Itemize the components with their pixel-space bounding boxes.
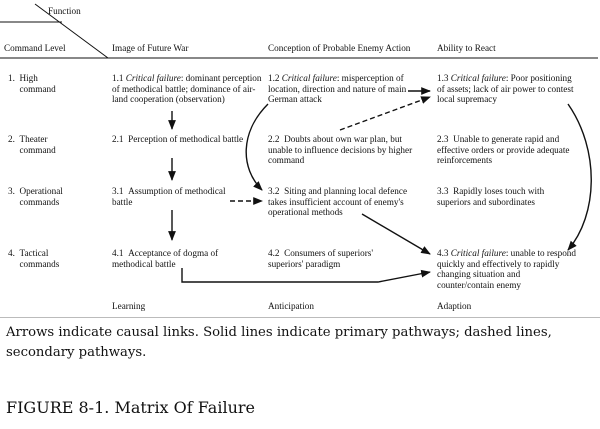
header-command-level: Command Level [4, 43, 66, 53]
cell-3-2: 3.2 Siting and planning local defence ta… [268, 186, 408, 218]
header-function: Function [48, 6, 81, 16]
footer-learning: Learning [112, 301, 146, 311]
row-label-theater-command: 2. Theater command [8, 134, 56, 155]
arrow-3-2-to-4-3 [361, 213, 431, 255]
row-label-high-command: 1. High command [8, 73, 56, 94]
cell-3-1: 3.1 Assumption of methodical battle [112, 186, 226, 207]
cell-3-3: 3.3 Rapidly loses touch with superiors a… [437, 186, 545, 207]
figure-title: FIGURE 8-1. Matrix Of Failure [6, 398, 255, 417]
cell-1-2: 1.2 Critical failure: misperception of l… [268, 73, 407, 105]
header-ability-to-react: Ability to React [437, 43, 496, 53]
arrow-4-1-to-4-3 [181, 268, 431, 283]
failure-matrix-diagram: Function Command Level Image of Future W… [0, 3, 598, 311]
arrows-layer [0, 3, 598, 283]
footer-adaption: Adaption [437, 301, 472, 311]
footer-anticipation: Anticipation [268, 301, 314, 311]
cell-1-1: 1.1 Critical failure: dominant perceptio… [112, 73, 262, 105]
cell-2-2: 2.2 Doubts about own war plan, but unabl… [268, 134, 413, 166]
cell-2-1: 2.1 Perception of methodical battle [112, 134, 244, 144]
figure-divider [0, 317, 600, 318]
cell-4-3: 4.3 Critical failure: unable to respond … [437, 248, 576, 290]
row-label-operational-commands: 3. Operational commands [8, 186, 63, 207]
header-conception-enemy-action: Conception of Probable Enemy Action [268, 43, 411, 53]
cell-4-1: 4.1 Acceptance of dogma of methodical ba… [112, 248, 219, 269]
row-label-tactical-commands: 4. Tactical commands [8, 248, 60, 269]
figure-caption: Arrows indicate causal links. Solid line… [6, 325, 552, 360]
header-diagonal [34, 3, 109, 59]
cell-4-2: 4.2 Consumers of superiors' superiors' p… [268, 248, 374, 269]
header-image-of-future-war: Image of Future War [112, 43, 189, 53]
cell-2-3: 2.3 Unable to generate rapid and effecti… [437, 134, 570, 166]
arrow-1-3-to-4-3 [567, 103, 592, 251]
arrow-1-2-to-3-2 [245, 103, 269, 191]
cell-1-3: 1.3 Critical failure: Poor positioning o… [437, 73, 574, 105]
